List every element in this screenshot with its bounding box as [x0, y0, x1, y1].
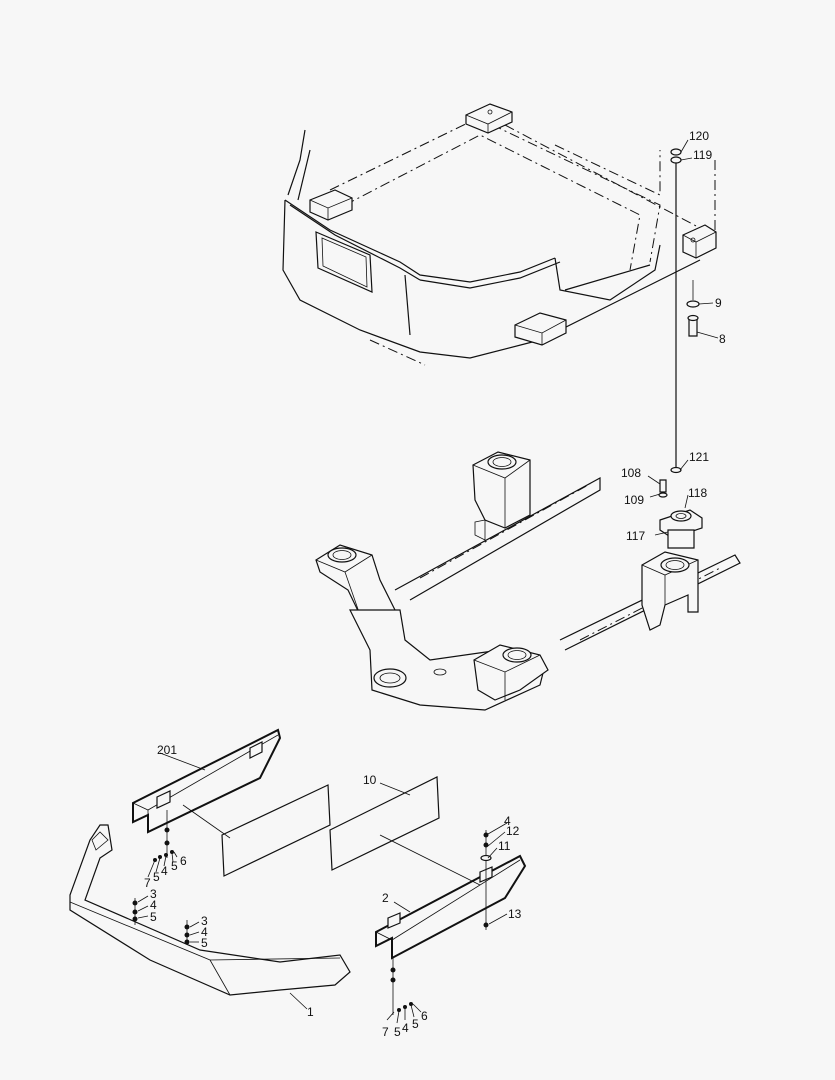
callout-10: 10: [363, 773, 377, 787]
callout-2: 2: [382, 891, 389, 905]
callout-7-upper: 7: [144, 876, 151, 890]
counterweight-housing: [282, 103, 717, 366]
callout-8: 8: [719, 332, 726, 346]
callout-5-upper-b: 5: [171, 859, 178, 873]
callout-1: 1: [307, 1005, 314, 1019]
callout-117: 117: [626, 529, 645, 543]
callout-4-left: 4: [150, 898, 157, 912]
callout-7-lower: 7: [382, 1025, 389, 1039]
callout-5-lower-b: 5: [412, 1017, 419, 1031]
callout-4-upper: 4: [161, 864, 168, 878]
bumper-fasteners: [132, 810, 492, 1015]
callout-5-mid: 5: [201, 936, 208, 950]
callout-3-mid: 3: [201, 914, 208, 928]
callout-9: 9: [715, 296, 722, 310]
callout-13: 13: [508, 907, 522, 921]
callout-108: 108: [621, 466, 641, 480]
callout-118: 118: [688, 486, 707, 500]
callout-4-right: 4: [504, 814, 511, 828]
callout-labels: 120 119 9 8 121 108 109 118 117 201 10 4…: [144, 129, 726, 1039]
callout-4-lower: 4: [402, 1021, 409, 1035]
rear-frame: [315, 451, 741, 711]
callout-3-left: 3: [150, 887, 157, 901]
callout-11: 11: [498, 839, 511, 853]
callout-121: 121: [689, 450, 709, 464]
callout-109: 109: [624, 493, 644, 507]
callout-120: 120: [689, 129, 709, 143]
callout-5-lower-a: 5: [394, 1025, 401, 1039]
callout-4-mid: 4: [201, 925, 208, 939]
callout-6-upper: 6: [180, 854, 187, 868]
callout-12: 12: [506, 824, 520, 838]
bumper-assembly: [69, 728, 527, 996]
callout-5-left: 5: [150, 910, 157, 924]
mount-bolt-stack: [670, 148, 700, 470]
callout-119: 119: [693, 148, 712, 162]
callout-6-lower: 6: [421, 1009, 428, 1023]
callout-201: 201: [157, 743, 177, 757]
callout-5-upper-a: 5: [153, 870, 160, 884]
isolator-mount: [658, 466, 703, 549]
leader-lines: [137, 139, 719, 1024]
